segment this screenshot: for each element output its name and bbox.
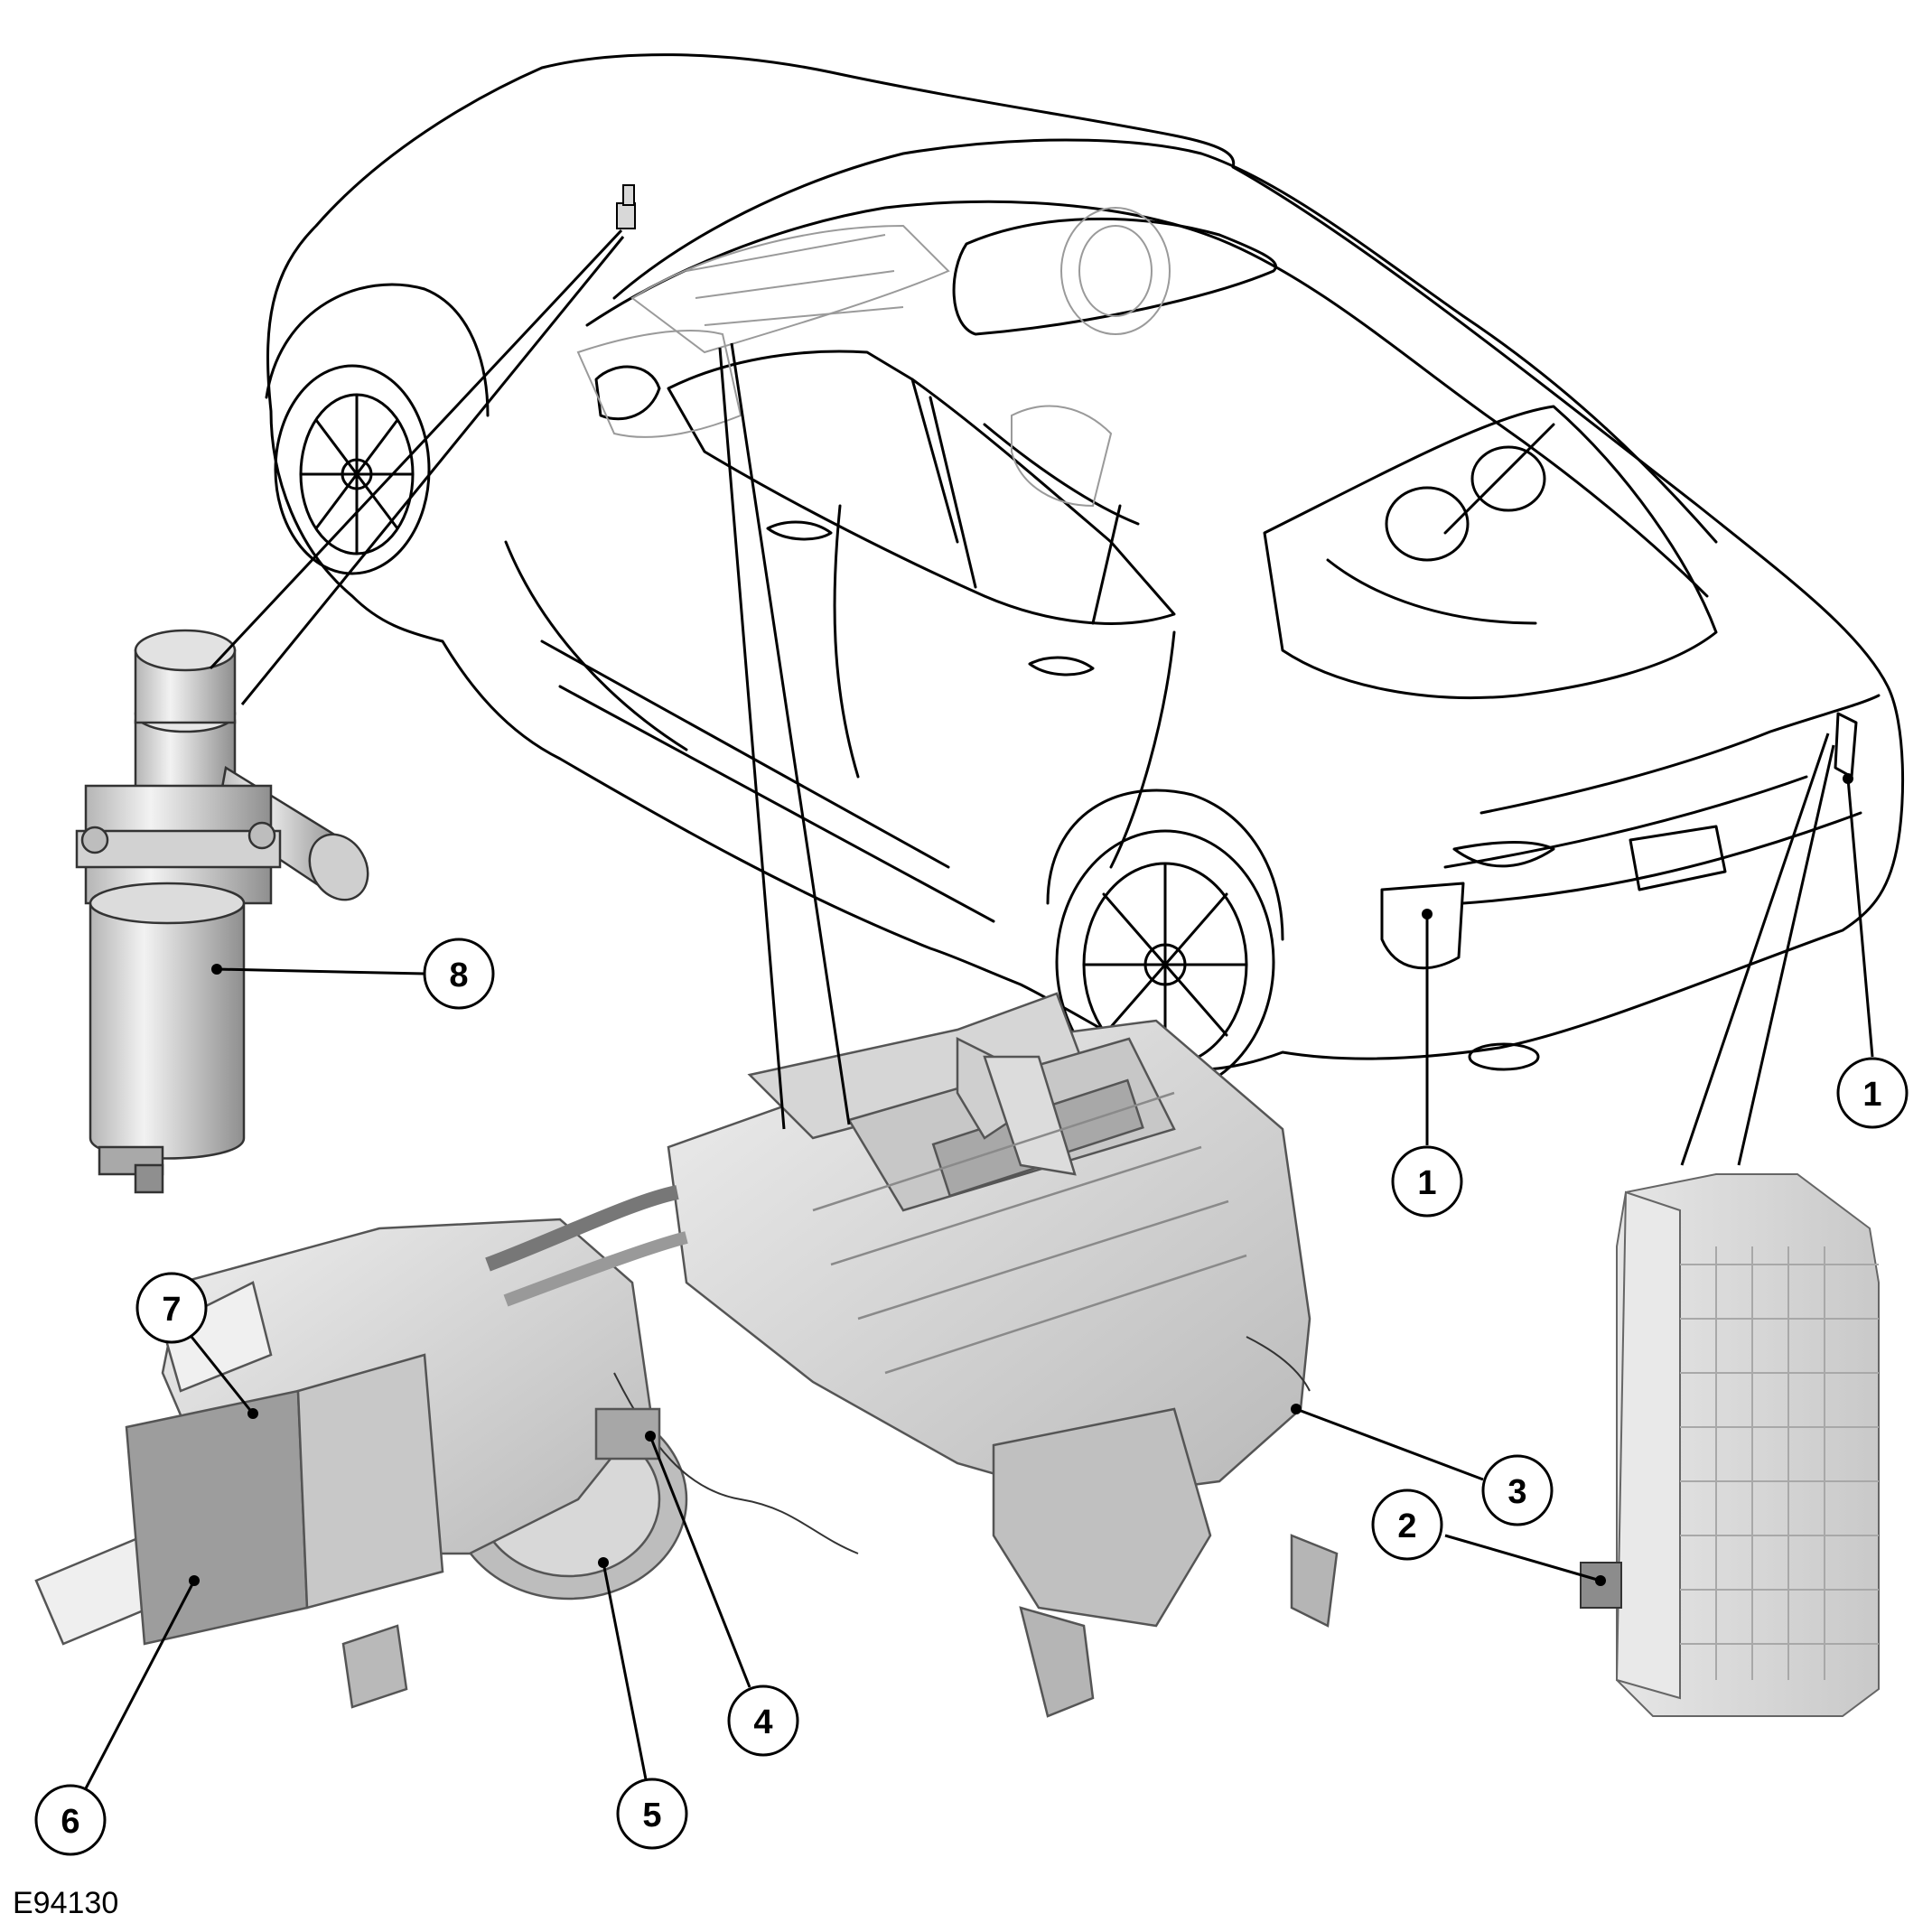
callout-1-side-marker: 1 (1836, 1057, 1909, 1129)
callout-2: 2 (1371, 1489, 1443, 1561)
callout-4: 4 (727, 1685, 799, 1757)
svg-text:1: 1 (1862, 1076, 1881, 1114)
vehicle-interior-ghost (576, 207, 1171, 508)
callout-1-rear-reflector: 1 (1391, 1145, 1463, 1218)
leader-lines (84, 229, 1874, 1789)
svg-text:6: 6 (61, 1803, 79, 1841)
control-module (1580, 1173, 1880, 1717)
svg-text:3: 3 (1507, 1473, 1526, 1511)
leader-dots (189, 773, 1853, 1586)
callout-7: 7 (135, 1272, 208, 1344)
auxiliary-coolant-pump (75, 629, 369, 1194)
svg-text:1: 1 (1417, 1164, 1436, 1202)
svg-text:2: 2 (1397, 1507, 1416, 1545)
svg-text:5: 5 (642, 1797, 661, 1834)
callout-8: 8 (423, 938, 495, 1010)
figure-id: E94130 (13, 1886, 119, 1920)
svg-text:7: 7 (162, 1291, 181, 1329)
svg-text:4: 4 (753, 1703, 772, 1741)
callouts: 1 1 2 3 4 5 6 7 (34, 938, 1909, 1856)
coolant-pump-location-marker (616, 184, 636, 229)
svg-text:8: 8 (449, 957, 468, 994)
heater-blower-assembly (34, 992, 1339, 1718)
callout-5: 5 (616, 1778, 688, 1850)
callout-3: 3 (1481, 1454, 1554, 1526)
vehicle-outline (265, 53, 1905, 1095)
callout-6: 6 (34, 1784, 107, 1856)
